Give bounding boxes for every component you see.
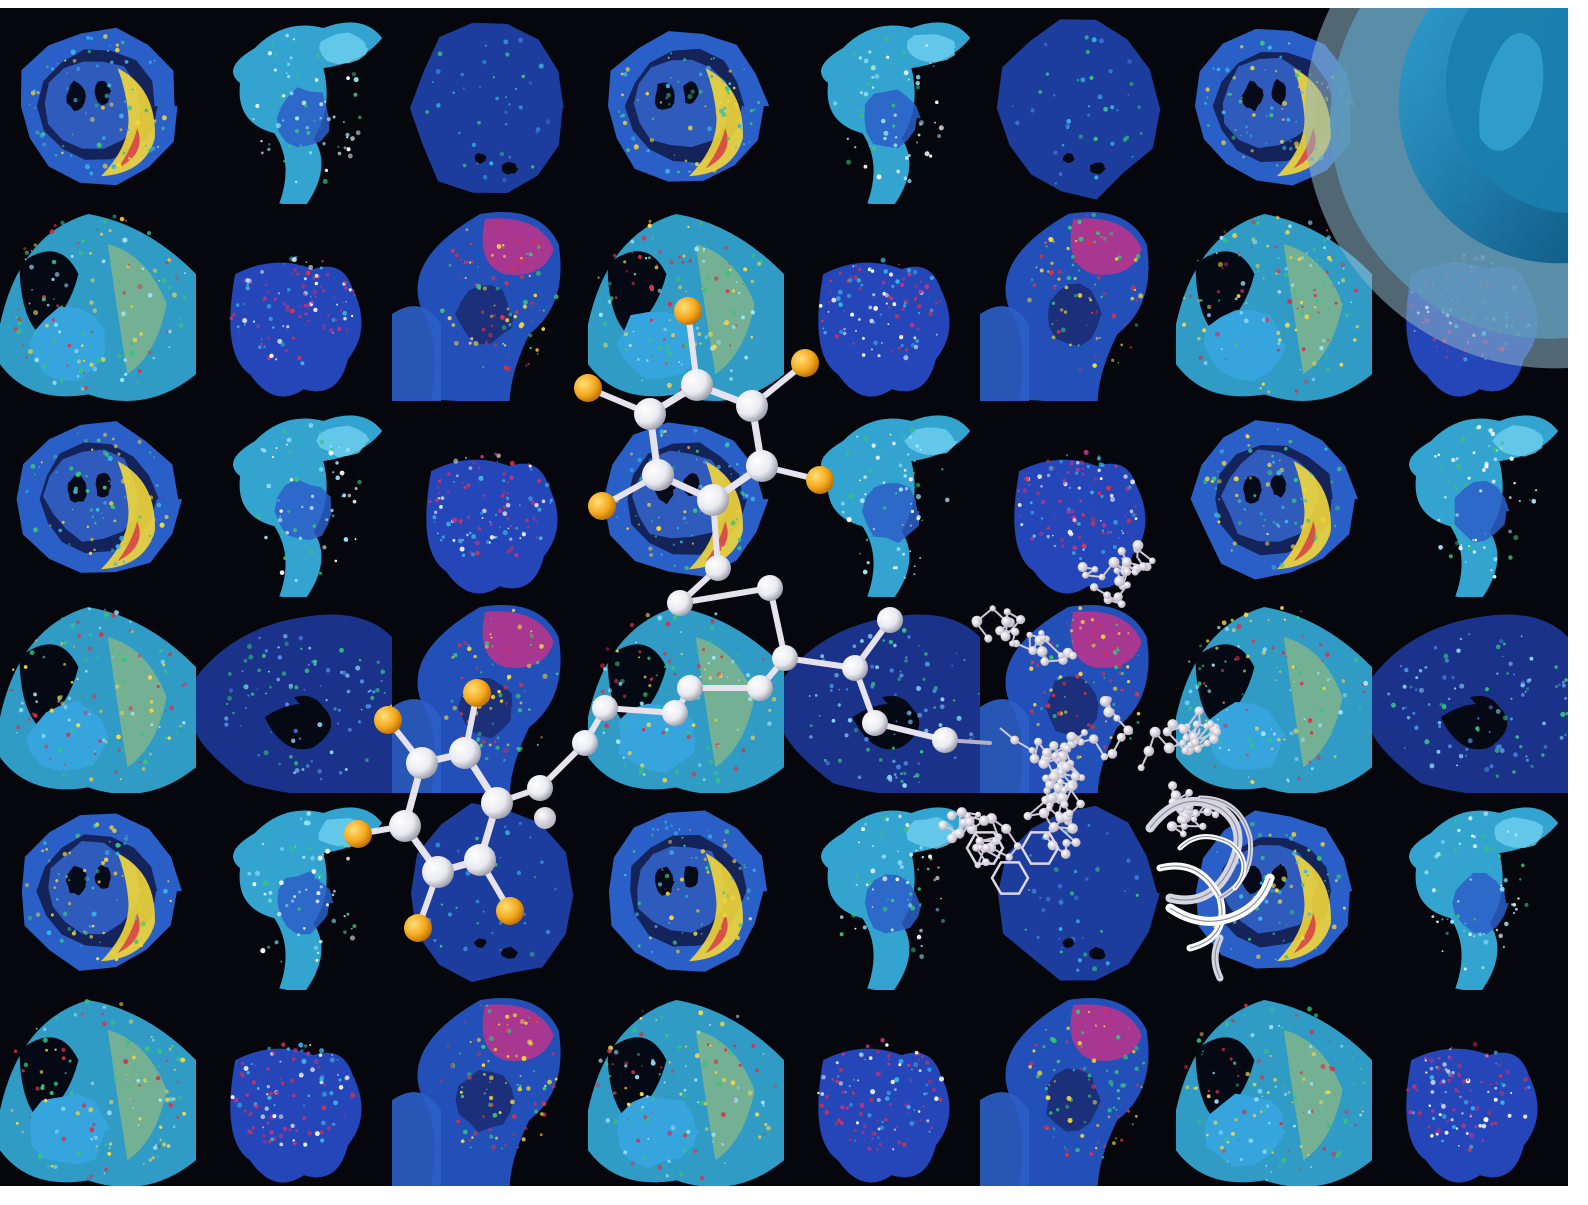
irregular-cell [196, 204, 392, 400]
irregular-cell [784, 990, 980, 1186]
elongated-cell [588, 990, 784, 1186]
spiky-cell [784, 8, 980, 205]
irregular-cell [980, 401, 1176, 597]
ring-cell [0, 8, 196, 204]
spiky-cell [196, 793, 392, 990]
pear-cell [392, 990, 588, 1186]
elongated-cell [1176, 204, 1372, 401]
ring-cell [588, 793, 784, 989]
ring-cell [1176, 8, 1372, 204]
irregular-cell [1372, 204, 1568, 400]
spiky-cell [1372, 8, 1568, 205]
round-cell [980, 8, 1176, 204]
ring-cell [588, 401, 784, 597]
spiky-cell [1372, 793, 1568, 990]
ring-cell [588, 8, 784, 204]
spiky-cell [196, 401, 392, 597]
round-cell [392, 8, 588, 204]
pear-cell [980, 204, 1176, 401]
irregular-cell [1372, 990, 1568, 1186]
elongated-cell [1176, 990, 1372, 1186]
stretched-cell [784, 597, 980, 794]
elongated-cell [588, 597, 784, 794]
stretched-cell [196, 597, 392, 794]
irregular-cell [784, 204, 980, 400]
round-cell [980, 793, 1176, 989]
irregular-cell [196, 990, 392, 1186]
round-cell [392, 793, 588, 989]
cell-image-grid [0, 8, 1568, 1186]
pear-cell [980, 597, 1176, 794]
spiky-cell [784, 401, 980, 597]
elongated-cell [0, 990, 196, 1186]
pear-cell [980, 990, 1176, 1186]
irregular-cell [392, 401, 588, 597]
ring-cell [1176, 401, 1372, 597]
elongated-cell [0, 597, 196, 794]
ring-cell [1176, 793, 1372, 989]
elongated-cell [588, 204, 784, 401]
pear-cell [392, 204, 588, 401]
elongated-cell [0, 204, 196, 401]
microscopy-collage [0, 8, 1568, 1186]
ring-cell [0, 793, 196, 989]
stretched-cell [1372, 597, 1568, 794]
elongated-cell [1176, 597, 1372, 794]
spiky-cell [784, 793, 980, 990]
spiky-cell [1372, 401, 1568, 597]
spiky-cell [196, 8, 392, 205]
ring-cell [0, 401, 196, 597]
pear-cell [392, 597, 588, 794]
